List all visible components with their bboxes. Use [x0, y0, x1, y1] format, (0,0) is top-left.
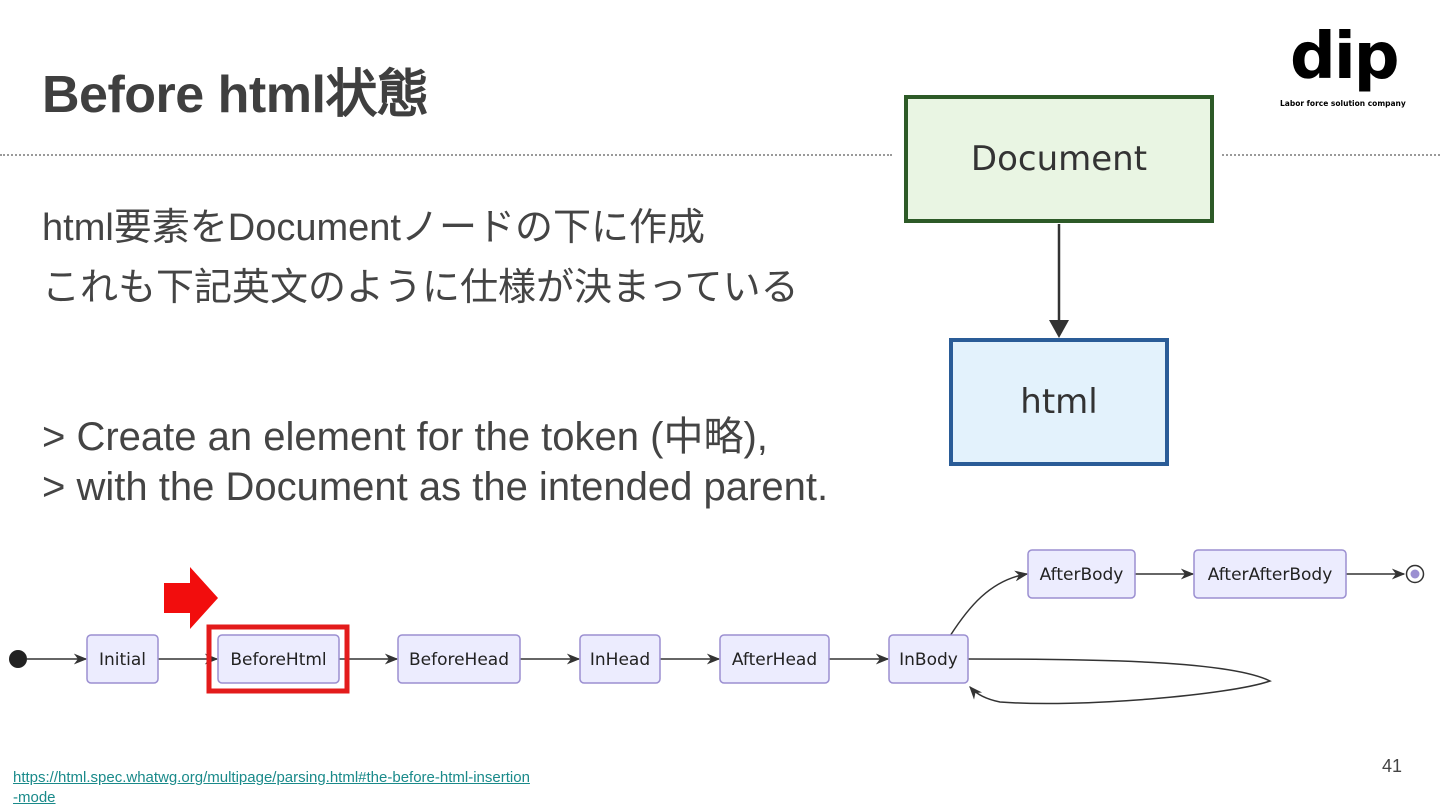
dip-logo: dip Labor force solution company	[1276, 20, 1416, 114]
state-label-inbody: InBody	[899, 650, 958, 670]
state-label-afterbody: AfterBody	[1040, 565, 1124, 585]
state-label-inhead: InHead	[590, 650, 650, 670]
ringed-circle-end-icon	[1405, 564, 1425, 584]
slide-title: Before html状態	[42, 66, 429, 124]
state-afterhead: AfterHead	[719, 634, 830, 684]
red-right-arrow-icon	[164, 567, 218, 629]
logo-tagline: Labor force solution company	[1280, 99, 1406, 108]
body-line-1: html要素をDocumentノードの下に作成	[42, 207, 705, 249]
state-inbody: InBody	[888, 634, 969, 684]
page-number: 41	[1382, 756, 1403, 776]
state-inhead: InHead	[579, 634, 661, 684]
tree-edge-arrow	[1049, 224, 1069, 338]
html-node: html	[949, 338, 1169, 466]
state-beforehead: BeforeHead	[397, 634, 521, 684]
state-label-beforehtml: BeforeHtml	[230, 650, 326, 670]
spec-quote-line-2: > with the Document as the intended pare…	[42, 465, 829, 509]
filled-circle-start-icon	[9, 650, 27, 668]
highlight-frame	[206, 624, 350, 694]
transition-inbody-afterbody	[949, 570, 1029, 637]
state-label-afterafterbody: AfterAfterBody	[1208, 565, 1333, 585]
insertion-mode-state-diagram: Initial BeforeHtml BeforeHead InHead Aft…	[9, 549, 1425, 705]
spec-source-link-line-2: -mode	[13, 789, 56, 806]
state-label-beforehead: BeforeHead	[409, 650, 509, 670]
spec-source-link[interactable]: https://html.spec.whatwg.org/multipage/p…	[13, 768, 573, 808]
state-initial: Initial	[86, 634, 159, 684]
spec-source-link-line-1: https://html.spec.whatwg.org/multipage/p…	[13, 769, 530, 786]
state-afterafterbody: AfterAfterBody	[1193, 549, 1347, 599]
logo-wordmark: dip	[1290, 20, 1400, 94]
title-divider-right	[1222, 154, 1440, 156]
body-line-2: これも下記英文のように仕様が決まっている	[42, 267, 799, 309]
state-afterbody: AfterBody	[1027, 549, 1136, 599]
title-divider-left	[0, 154, 892, 156]
transition-inbody-self-loop	[967, 658, 1272, 705]
state-label-afterhead: AfterHead	[732, 650, 817, 670]
spec-quote-line-1: > Create an element for the token (中略),	[42, 415, 768, 459]
state-label-initial: Initial	[99, 650, 146, 670]
document-node: Document	[904, 95, 1214, 223]
state-beforehtml: BeforeHtml	[217, 634, 340, 684]
